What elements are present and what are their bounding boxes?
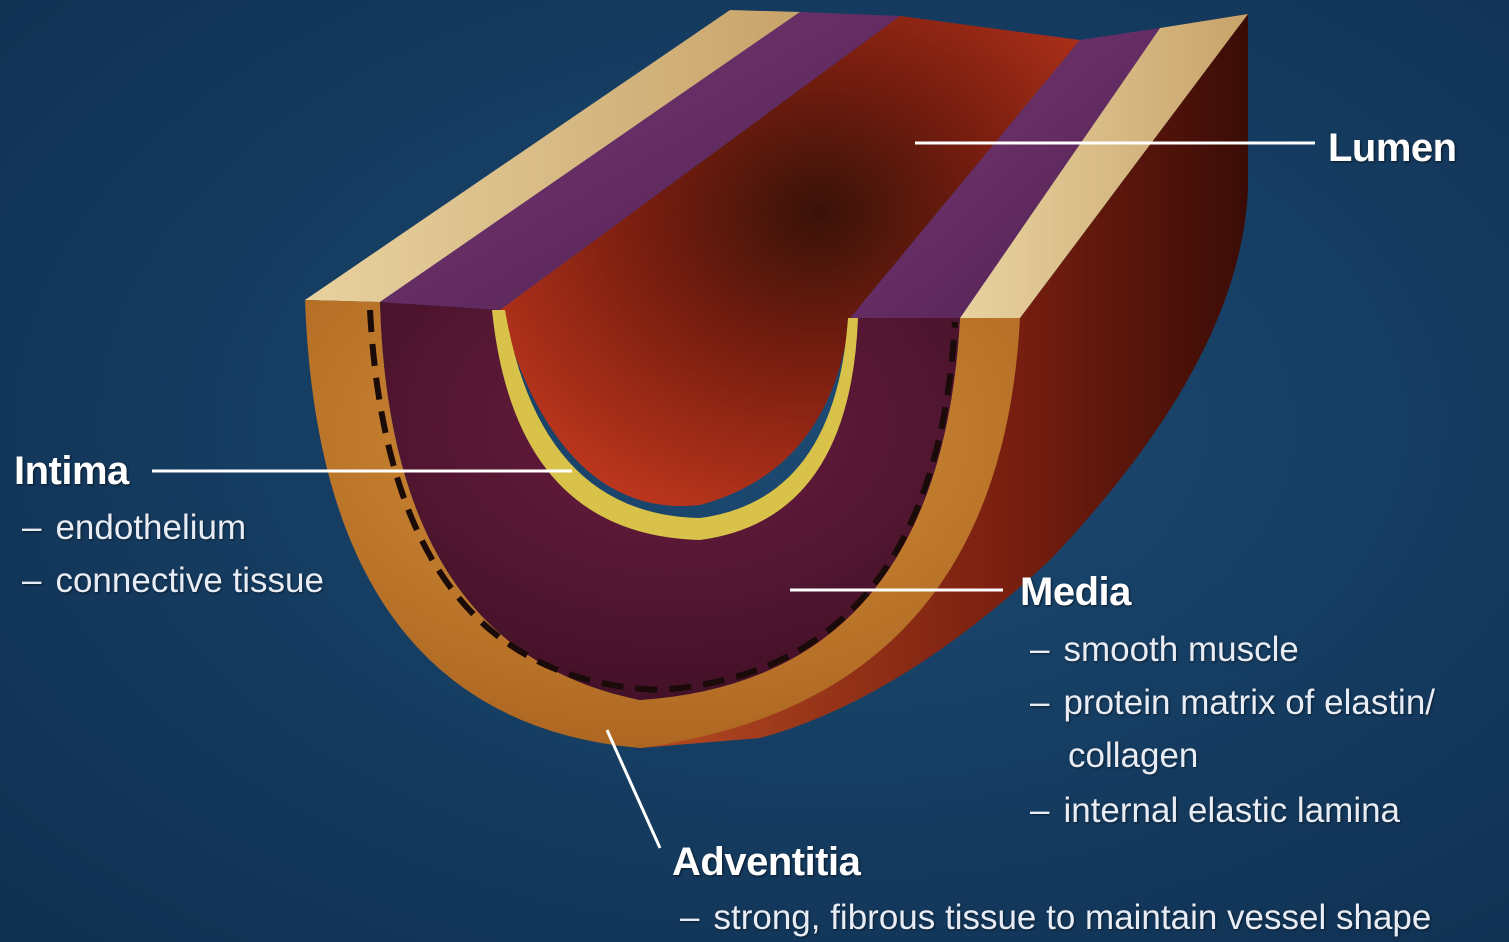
bullet-dash: – [680,898,699,937]
bullet-dash: – [1030,791,1049,830]
media-label: Media [1020,572,1131,612]
lumen-label: Lumen [1328,128,1457,168]
bullet-dash: – [1030,683,1049,722]
intima-item: –connective tissue [22,563,324,598]
bullet-dash: – [22,508,41,547]
media-item-continuation: collagen [1068,738,1198,773]
adventitia-leader [607,730,660,848]
bullet-dash: – [1030,630,1049,669]
intima-item: –endothelium [22,510,246,545]
media-item: –smooth muscle [1030,632,1299,667]
bullet-dash: – [22,561,41,600]
intima-label: Intima [14,451,129,491]
media-item: –internal elastic lamina [1030,793,1400,828]
media-item: –protein matrix of elastin/ [1030,685,1435,720]
adventitia-label: Adventitia [672,842,860,882]
adventitia-item: –strong, fibrous tissue to maintain vess… [680,900,1431,935]
